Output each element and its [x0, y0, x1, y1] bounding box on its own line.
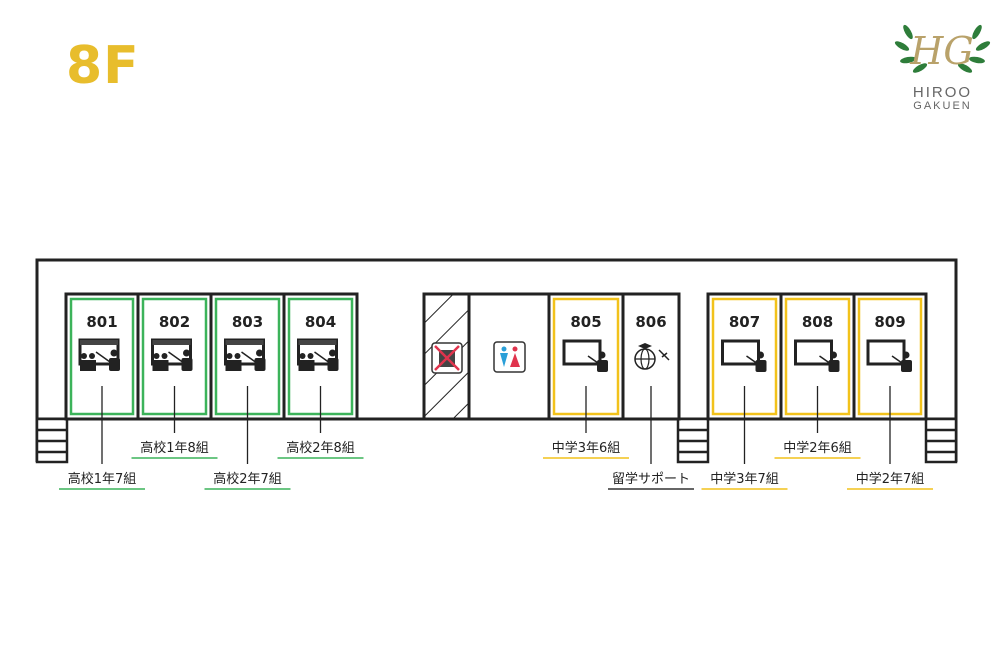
stairs-right [924, 417, 958, 464]
room-label: 留学サポート [612, 471, 690, 487]
room-label: 中学3年6組 [552, 440, 621, 456]
restroom-icon [493, 341, 526, 373]
room-number: 804 [305, 313, 336, 331]
globe-plane-icon [634, 343, 670, 370]
teacher-board-icon [721, 339, 767, 372]
hiroo-gakuen-logo: HG HIROO GAKUEN [890, 12, 995, 112]
room-label: 中学2年7組 [856, 471, 925, 487]
logo-text-hiroo: HIROO [912, 84, 973, 101]
room-805[interactable]: 805 中学3年6組 [543, 292, 629, 459]
room-number: 805 [570, 313, 601, 331]
room-802[interactable]: 802 高校1年8組 [131, 292, 218, 459]
room-number: 802 [159, 313, 190, 331]
room-number: 803 [232, 313, 263, 331]
svg-text:HG: HG [909, 29, 974, 73]
room-803[interactable]: 803 高校2年7組 [204, 292, 291, 490]
logo-text-gakuen: GAKUEN [913, 100, 972, 112]
outer-wall [35, 258, 958, 462]
teacher-board-icon [562, 339, 608, 372]
room-804[interactable]: 804 高校2年8組 [277, 292, 364, 459]
stairs-middle [676, 417, 710, 464]
teacher-board-icon [866, 339, 912, 372]
room-808[interactable]: 808 中学2年6組 [774, 292, 861, 459]
room-807[interactable]: 807 中学3年7組 [701, 292, 788, 490]
classroom-students-icon [78, 338, 120, 371]
floor-label: 8F [66, 36, 140, 96]
room-number: 801 [86, 313, 117, 331]
classroom-students-icon [151, 338, 193, 371]
room-number: 808 [802, 313, 833, 331]
room-label: 高校2年8組 [286, 440, 355, 456]
room-label: 高校1年7組 [68, 471, 137, 487]
laurel-logo-icon: HG [894, 24, 991, 73]
room-label: 中学3年7組 [710, 471, 779, 487]
classroom-students-icon [224, 338, 266, 371]
room-label: 中学2年6組 [783, 440, 852, 456]
room-number: 806 [635, 313, 666, 331]
room-806[interactable]: 806 留学サポート [608, 292, 694, 490]
classroom-students-icon [297, 338, 339, 371]
room-number: 809 [874, 313, 905, 331]
room-label: 高校2年7組 [213, 471, 282, 487]
stairs-left [35, 417, 69, 464]
room-801[interactable]: 801 高校1年7組 [59, 292, 145, 490]
room-number: 807 [729, 313, 760, 331]
teacher-board-icon [794, 339, 840, 372]
elevator-unavailable-icon [431, 342, 463, 374]
room-label: 高校1年8組 [140, 440, 209, 456]
room-809[interactable]: 809 中学2年7組 [847, 292, 933, 490]
